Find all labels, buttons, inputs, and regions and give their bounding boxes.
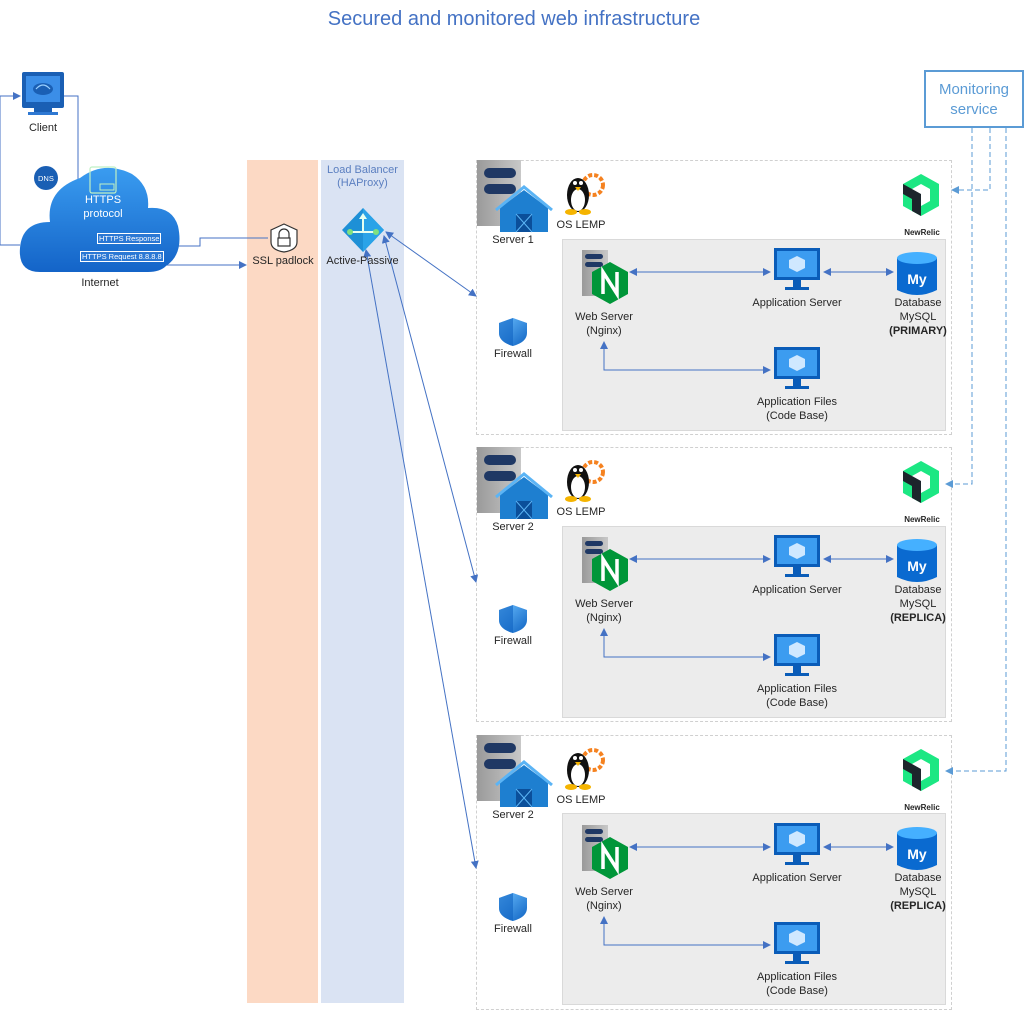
database-role-label: (REPLICA): [890, 612, 946, 624]
internet-cloud-icon: [19, 166, 180, 272]
server-icon: [477, 447, 553, 520]
application-files-label: Application Files: [756, 971, 838, 983]
server-name-label: Server 2: [492, 809, 534, 821]
server-group-icons-3: My: [477, 735, 939, 964]
code-base-label: (Code Base): [766, 985, 828, 997]
server-group-icons-1: My: [477, 160, 939, 389]
newrelic-icon: [903, 461, 939, 503]
application-server-label: Application Server: [752, 872, 842, 884]
database-role-label: (REPLICA): [890, 900, 946, 912]
application-files-icon: [774, 347, 820, 389]
ssl-padlock-icon: [270, 223, 298, 253]
application-files-label: Application Files: [756, 396, 838, 408]
database-engine-label: MySQL: [899, 598, 937, 610]
server-icon: [477, 160, 553, 233]
newrelic-label: NewRelic: [904, 515, 940, 524]
https-protocol-label: HTTPS protocol: [83, 194, 123, 220]
web-server-type-label: (Nginx): [586, 612, 622, 624]
firewall-label: Firewall: [494, 635, 532, 647]
load-balancer-icon: [342, 208, 384, 252]
linux-os-icon: [565, 460, 605, 502]
nginx-web-server-icon: [582, 825, 628, 879]
load-balancer-mode-label: Active-Passive: [326, 255, 399, 267]
firewall-shield-icon: [499, 318, 527, 346]
code-base-label: (Code Base): [766, 410, 828, 422]
database-role-label: (PRIMARY): [889, 325, 947, 337]
database-label: Database: [894, 584, 942, 596]
web-server-label: Web Server: [575, 598, 633, 610]
code-base-label: (Code Base): [766, 697, 828, 709]
mysql-database-icon: My: [897, 252, 937, 295]
client-computer-icon: [22, 72, 64, 115]
nginx-web-server-icon: [582, 250, 628, 304]
nginx-web-server-icon: [582, 537, 628, 591]
database-label: Database: [894, 297, 942, 309]
firewall-shield-icon: [499, 605, 527, 633]
firewall-label: Firewall: [494, 923, 532, 935]
server-name-label: Server 2: [492, 521, 534, 533]
newrelic-icon: [903, 749, 939, 791]
https-request-label: HTTPS Request 8.8.8.8: [80, 251, 164, 262]
stack-connectors: [600, 843, 894, 949]
svg-text:My: My: [907, 846, 927, 862]
server-name-label: Server 1: [492, 234, 534, 246]
newrelic-label: NewRelic: [904, 803, 940, 812]
client-label: Client: [28, 122, 58, 134]
svg-text:My: My: [907, 271, 927, 287]
application-server-label: Application Server: [752, 584, 842, 596]
monitoring-connectors: [945, 128, 1007, 775]
web-server-label: Web Server: [575, 886, 633, 898]
web-server-label: Web Server: [575, 311, 633, 323]
application-server-icon: [774, 535, 820, 577]
web-server-type-label: (Nginx): [586, 900, 622, 912]
mysql-database-icon: My: [897, 539, 937, 582]
application-files-label: Application Files: [756, 683, 838, 695]
os-label: OS LEMP: [556, 506, 606, 518]
application-files-icon: [774, 922, 820, 964]
newrelic-icon: [903, 174, 939, 216]
firewall-label: Firewall: [494, 348, 532, 360]
newrelic-label: NewRelic: [904, 228, 940, 237]
stack-connectors: [600, 555, 894, 661]
database-label: Database: [894, 872, 942, 884]
application-files-icon: [774, 634, 820, 676]
svg-text:My: My: [907, 558, 927, 574]
application-server-label: Application Server: [752, 297, 842, 309]
firewall-shield-icon: [499, 893, 527, 921]
load-balancer-title: Load Balancer (HAProxy): [327, 164, 398, 189]
ssl-zone: [247, 160, 318, 1003]
os-label: OS LEMP: [556, 219, 606, 231]
mysql-database-icon: My: [897, 827, 937, 870]
monitoring-service-box: Monitoring service: [924, 70, 1024, 128]
https-response-label: HTTPS Response: [97, 233, 162, 244]
linux-os-icon: [565, 748, 605, 790]
web-server-type-label: (Nginx): [586, 325, 622, 337]
application-server-icon: [774, 248, 820, 290]
linux-os-icon: [565, 173, 605, 215]
server-icon: [477, 735, 553, 808]
os-label: OS LEMP: [556, 794, 606, 806]
database-engine-label: MySQL: [899, 886, 937, 898]
database-engine-label: MySQL: [899, 311, 937, 323]
server-group-icons-2: My: [477, 447, 939, 676]
load-balancer-connectors: [363, 231, 479, 869]
application-server-icon: [774, 823, 820, 865]
stack-connectors: [600, 268, 894, 374]
dns-label: DNS: [38, 174, 54, 183]
internet-label: Internet: [81, 277, 119, 289]
page-title: Secured and monitored web infrastructure: [327, 8, 701, 30]
ssl-padlock-label: SSL padlock: [252, 255, 314, 267]
